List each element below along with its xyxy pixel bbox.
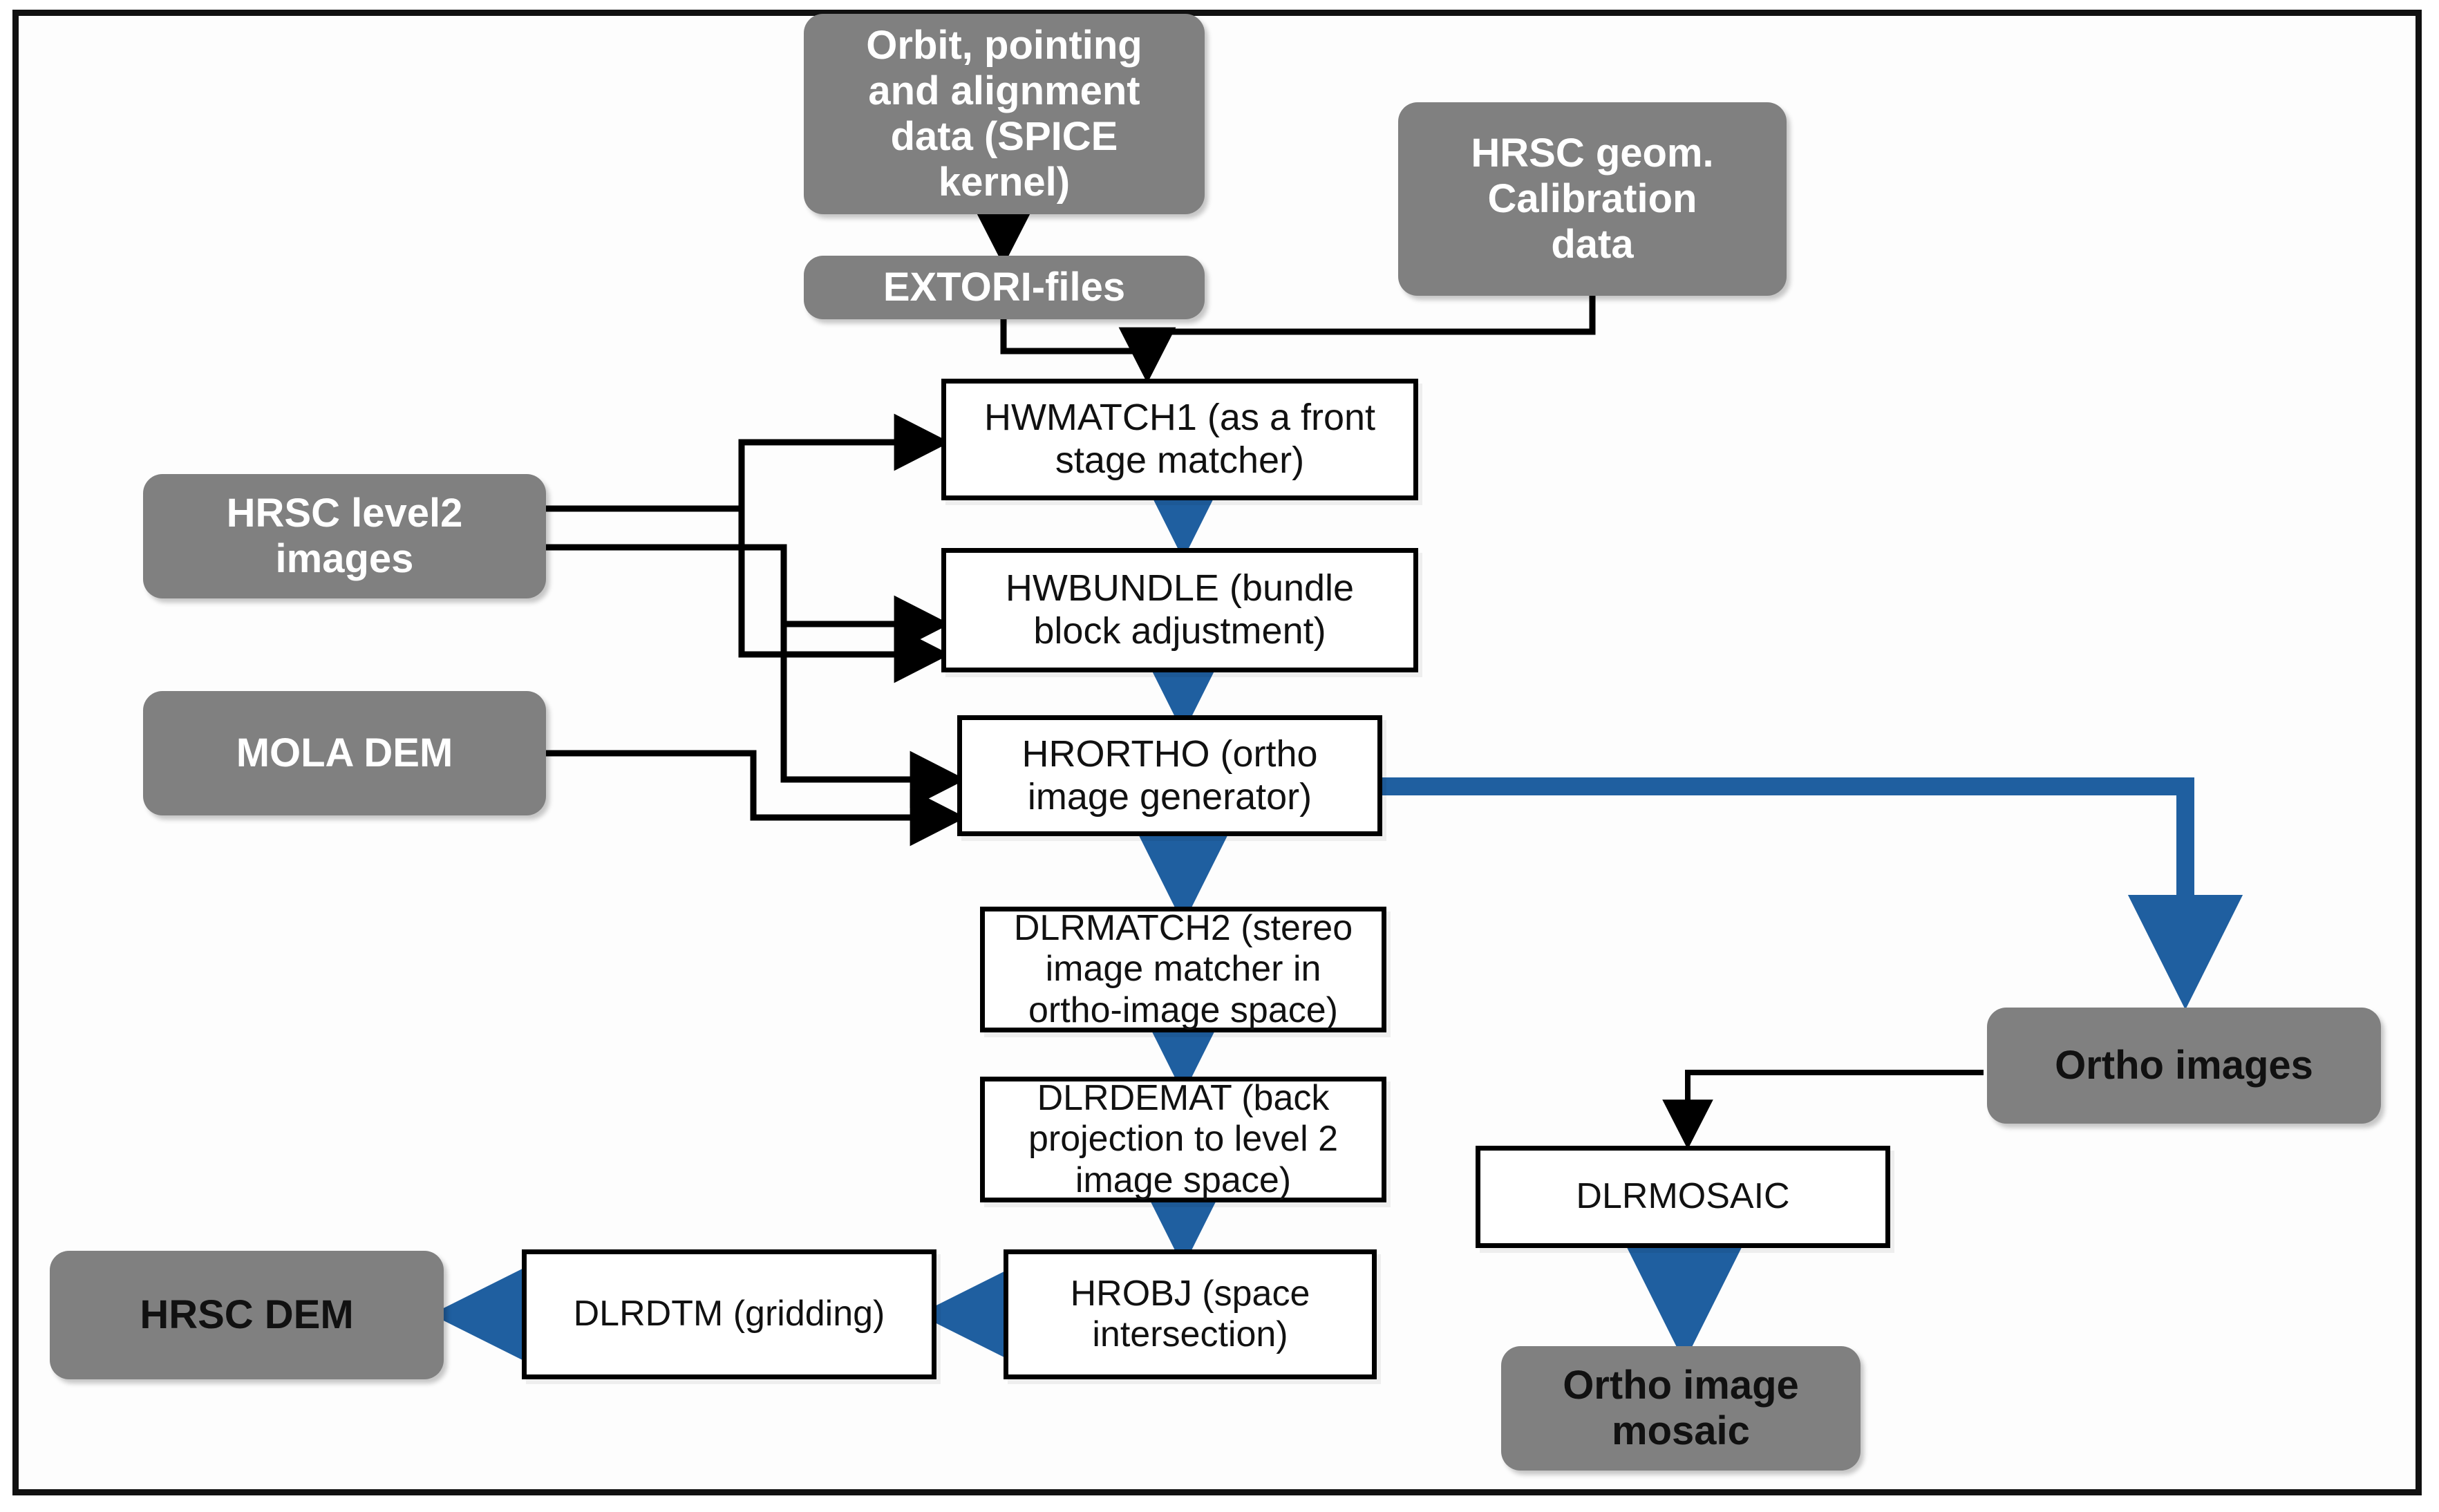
- hwmatch1-line-2: stage matcher): [1055, 440, 1305, 481]
- node-dlrdtm-label: DLRDTM (gridding): [573, 1294, 885, 1334]
- spice-line-4: kernel): [938, 160, 1071, 205]
- node-dlrmosaic-label: DLRMOSAIC: [1576, 1176, 1790, 1217]
- hrobj-line-1: HROBJ (space: [1070, 1273, 1310, 1314]
- node-mola-dem-label: MOLA DEM: [236, 730, 453, 775]
- node-hrsc-dem[interactable]: HRSC DEM: [50, 1251, 444, 1379]
- dlrmatch2-line-3: ortho-image space): [1028, 990, 1338, 1030]
- node-hrsc-dem-label: HRSC DEM: [140, 1292, 354, 1337]
- node-dlrmosaic[interactable]: DLRMOSAIC: [1476, 1146, 1890, 1248]
- node-mola-dem[interactable]: MOLA DEM: [143, 691, 546, 815]
- dlrdemat-line-3: image space): [1075, 1160, 1292, 1200]
- dlrdemat-line-2: projection to level 2: [1028, 1119, 1339, 1160]
- dlrmatch2-line-2: image matcher in: [1045, 949, 1321, 990]
- dlrmatch2-line-1: DLRMATCH2 (stereo: [1013, 908, 1353, 949]
- geomcal-line-2: Calibration: [1487, 176, 1697, 221]
- spice-line-1: Orbit, pointing: [866, 22, 1142, 68]
- hrobj-line-2: intersection): [1092, 1314, 1288, 1354]
- geomcal-line-1: HRSC geom.: [1471, 130, 1714, 176]
- hwmatch1-line-1: HWMATCH1 (as a front: [983, 397, 1376, 439]
- orthomosaic-line-1: Ortho image: [1563, 1362, 1799, 1408]
- dlrdemat-line-1: DLRDEMAT (back: [1037, 1078, 1330, 1119]
- level2-line-2: images: [275, 536, 414, 581]
- geomcal-line-3: data: [1551, 222, 1634, 267]
- orthomosaic-line-2: mosaic: [1612, 1408, 1750, 1453]
- node-extori-files-label: EXTORI-files: [883, 264, 1126, 310]
- hwbundle-line-1: HWBUNDLE (bundle: [1005, 567, 1355, 609]
- node-extori-files[interactable]: EXTORI-files: [804, 256, 1205, 319]
- level2-line-1: HRSC level2: [226, 490, 463, 536]
- hwbundle-line-2: block adjustment): [1033, 610, 1326, 652]
- hrortho-line-2: image generator): [1027, 775, 1312, 818]
- node-ortho-images[interactable]: Ortho images: [1987, 1008, 2381, 1124]
- hrortho-line-1: HRORTHO (ortho: [1021, 733, 1318, 775]
- node-ortho-images-label: Ortho images: [2055, 1042, 2313, 1088]
- spice-line-2: and alignment: [868, 68, 1140, 113]
- spice-line-3: data (SPICE: [890, 114, 1118, 159]
- node-dlrdtm[interactable]: DLRDTM (gridding): [522, 1249, 936, 1379]
